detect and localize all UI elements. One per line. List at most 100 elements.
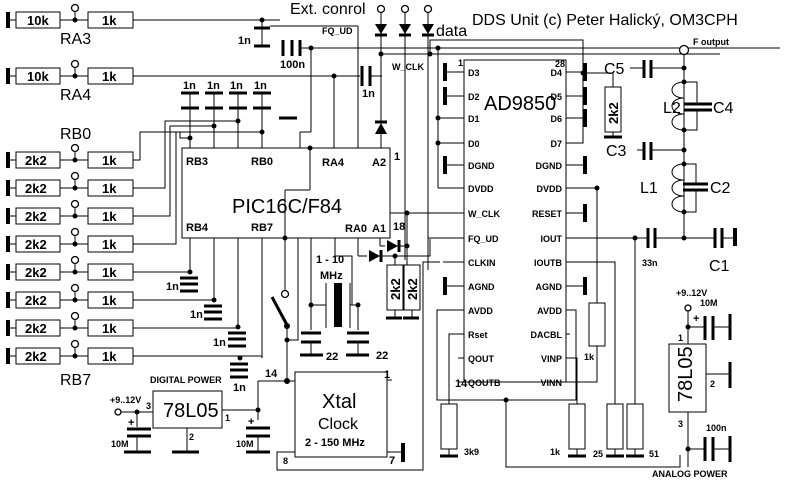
- svg-text:10M: 10M: [111, 439, 129, 449]
- fq-ud-label: FQ_UD: [322, 26, 353, 36]
- ext-terminal-icon: [376, 4, 386, 14]
- resistor-label: 10k: [27, 69, 49, 84]
- rb-input-row: 2k2 1k: [6, 311, 238, 337]
- inductor-l1-icon: [671, 163, 685, 213]
- ext-terminal-icon: [423, 4, 433, 14]
- svg-text:14: 14: [265, 368, 278, 380]
- rb-terminal-icon[interactable]: [70, 171, 80, 181]
- inductor-l2-icon: [671, 81, 685, 131]
- data-label: data: [436, 23, 467, 40]
- dds-pin-label: W_CLK: [468, 209, 500, 219]
- svg-text:51: 51: [649, 449, 659, 459]
- svg-text:+: +: [693, 313, 699, 325]
- resistor-label: 1k: [102, 265, 117, 280]
- dds-pin-label: D4: [550, 68, 562, 78]
- resistor-label: 2k2: [25, 349, 47, 364]
- svg-text:8: 8: [283, 456, 288, 466]
- dds-pin-label: IOUTB: [534, 258, 562, 268]
- rb-terminal-icon[interactable]: [70, 199, 80, 209]
- dds-pin-label: AGND: [468, 282, 495, 292]
- resistor-label: 1k: [102, 13, 117, 28]
- rb7-label: RB7: [60, 372, 91, 389]
- resistor-label: 2k2: [25, 265, 47, 280]
- svg-text:RA0: RA0: [345, 223, 367, 235]
- resistor-label: 2k2: [25, 321, 47, 336]
- resistor-label: 1k: [102, 69, 117, 84]
- svg-text:RB3: RB3: [186, 156, 208, 168]
- svg-text:2: 2: [710, 379, 715, 389]
- resistor-label: 10k: [27, 13, 49, 28]
- crystal: 1 - 10 MHz 22 22: [300, 238, 388, 363]
- svg-text:78L05: 78L05: [675, 346, 697, 402]
- dds-pin-label: Rset: [468, 330, 488, 340]
- svg-text:+9..12V: +9..12V: [110, 395, 141, 405]
- diode-icon: [375, 24, 387, 34]
- pic-name: PIC16C/F84: [232, 196, 342, 218]
- diode-icon: [399, 24, 411, 34]
- ext-terminal-icon: [400, 4, 410, 14]
- resistor-label: 1k: [102, 349, 117, 364]
- page-title: DDS Unit (c) Peter Halický, OM3CPH: [472, 12, 738, 29]
- cap-label: 1n: [238, 35, 251, 47]
- svg-text:+: +: [128, 417, 134, 429]
- svg-text:1n: 1n: [207, 80, 220, 92]
- dds-pin-label: VINP: [541, 354, 562, 364]
- rb-terminal-icon[interactable]: [70, 339, 80, 349]
- dds-pin-label: IOUT: [541, 234, 563, 244]
- resistor-label: 2k2: [25, 181, 47, 196]
- ra3-label: RA3: [60, 31, 91, 48]
- resistor-label: 1k: [102, 209, 117, 224]
- svg-text:RB7: RB7: [251, 222, 273, 234]
- svg-text:10M: 10M: [236, 439, 254, 449]
- dds-pin-label: D6: [550, 114, 562, 124]
- svg-text:ANALOG POWER: ANALOG POWER: [652, 469, 728, 479]
- clock-switch[interactable]: [270, 238, 299, 379]
- svg-text:1: 1: [458, 58, 463, 68]
- resistor-label: 2k2: [25, 237, 47, 252]
- svg-text:1n: 1n: [166, 281, 179, 293]
- svg-text:2k2: 2k2: [388, 278, 403, 300]
- rb-input-row: 2k2 1k: [6, 339, 262, 365]
- resistor-label: 1k: [102, 321, 117, 336]
- digital-power: DIGITAL POWER 78L05 +9..12V 3 + 10M 2 1 …: [110, 375, 270, 454]
- svg-text:2k2: 2k2: [405, 278, 420, 300]
- svg-text:2 - 150 MHz: 2 - 150 MHz: [305, 437, 365, 449]
- xtal-range: 1 - 10: [316, 254, 344, 266]
- dds-pin-label: AGND: [536, 282, 563, 292]
- svg-text:2: 2: [189, 432, 194, 442]
- dds-pin-label: D0: [468, 139, 480, 149]
- f-output-terminal-icon[interactable]: [678, 44, 690, 56]
- svg-text:1: 1: [384, 369, 390, 381]
- svg-text:25: 25: [593, 449, 603, 459]
- rb-terminal-icon[interactable]: [70, 255, 80, 265]
- rb-terminal-icon[interactable]: [70, 143, 80, 153]
- svg-text:3: 3: [146, 401, 151, 411]
- svg-text:1n: 1n: [233, 382, 246, 394]
- rb-terminal-icon[interactable]: [70, 283, 80, 293]
- rb-terminal-icon[interactable]: [70, 311, 80, 321]
- svg-text:7: 7: [389, 455, 395, 467]
- svg-text:RB4: RB4: [186, 222, 209, 234]
- resistor-label: 2k2: [25, 153, 47, 168]
- rf-filter: F output C5 C4 L2 C3 C2 L1: [604, 37, 737, 275]
- ra3-input: 10k 1k RA3 1n: [6, 3, 280, 48]
- svg-text:1k: 1k: [550, 447, 561, 457]
- resistor-label: 2k2: [25, 209, 47, 224]
- rb-terminal-icon[interactable]: [70, 227, 80, 237]
- dds-pin-label: QOUTB: [468, 378, 501, 388]
- resistor-label: 1k: [102, 293, 117, 308]
- dds-pin-label: D1: [468, 114, 480, 124]
- dds-pin-label: D7: [550, 139, 562, 149]
- dds-pin-label: QOUT: [468, 354, 495, 364]
- resistor-label: 1k: [102, 237, 117, 252]
- ext-control-label: Ext. conrol: [290, 1, 366, 18]
- ra4-label: RA4: [60, 87, 91, 104]
- diode-icon: [369, 250, 380, 262]
- svg-text:1n: 1n: [183, 80, 196, 92]
- dds-pin-label: D3: [468, 68, 480, 78]
- dds-pin-label: D2: [468, 92, 480, 102]
- dds-pin-label: VINN: [540, 378, 562, 388]
- resistor-label: 2k2: [25, 293, 47, 308]
- svg-text:2k2: 2k2: [606, 102, 621, 124]
